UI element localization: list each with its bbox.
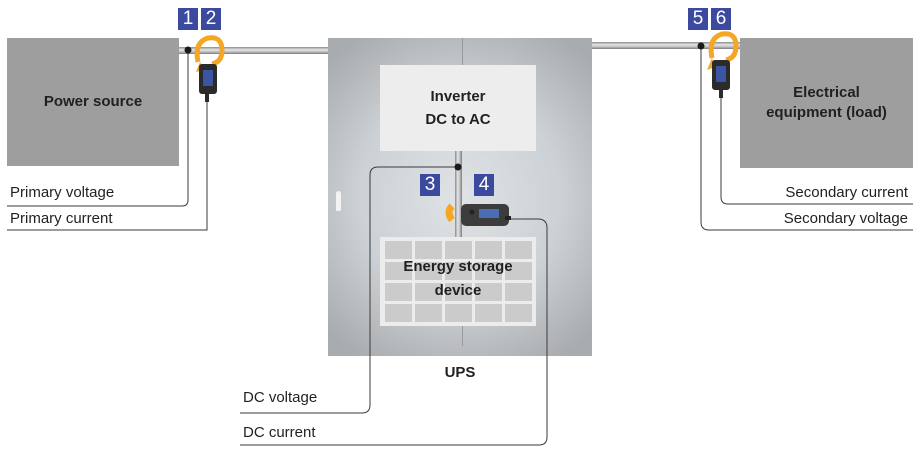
primary-voltage-label: Primary voltage — [10, 184, 115, 201]
dc-current-lead — [240, 218, 548, 446]
battery-cell — [505, 283, 532, 301]
battery-cell — [415, 241, 442, 259]
load-label-line2: equipment (load) — [766, 104, 887, 121]
door-handle-icon — [336, 191, 341, 211]
secondary-conductor — [592, 42, 740, 49]
energy-storage-label: Energy storage device — [380, 255, 536, 303]
battery-cell — [415, 304, 442, 322]
dc-current-clamp-sensor — [445, 203, 511, 226]
load-box: Electrical equipment (load) — [740, 38, 913, 168]
dc-voltage-lead — [240, 166, 458, 414]
battery-cell — [385, 283, 412, 301]
battery-cell — [475, 241, 502, 259]
dc-current-label: DC current — [243, 424, 316, 441]
inverter-box: Inverter DC to AC — [380, 65, 536, 151]
primary-conductor — [179, 47, 329, 54]
battery-cell — [385, 262, 412, 280]
battery-cell — [475, 304, 502, 322]
battery-cell — [505, 262, 532, 280]
storage-label-line2: device — [434, 282, 482, 299]
badge-4: 4 — [474, 174, 494, 196]
primary-current-label: Primary current — [10, 210, 113, 227]
battery-cell — [445, 304, 472, 322]
battery-cell — [385, 241, 412, 259]
ups-label: UPS — [444, 364, 476, 381]
badge-1: 1 — [178, 8, 198, 30]
badge-3: 3 — [420, 174, 440, 196]
dc-voltage-label: DC voltage — [243, 389, 318, 406]
badge-5: 5 — [688, 8, 708, 30]
energy-storage-box — [380, 237, 536, 326]
battery-cell — [445, 283, 472, 301]
battery-cell — [415, 262, 442, 280]
battery-cell — [475, 262, 502, 280]
badge-6: 6 — [711, 8, 731, 30]
primary-voltage-lead — [7, 50, 189, 207]
storage-label-line1: Energy storage — [403, 258, 513, 275]
load-label-line1: Electrical — [793, 84, 860, 101]
cabinet-seam — [462, 38, 463, 65]
inverter-label-line1: Inverter — [430, 88, 486, 105]
power-source-label: Power source — [43, 93, 143, 110]
primary-voltage-probe-dot — [184, 46, 192, 54]
secondary-voltage-label: Secondary voltage — [783, 210, 908, 227]
battery-cell — [505, 304, 532, 322]
primary-current-lead — [7, 100, 208, 231]
badge-2: 2 — [201, 8, 221, 30]
dc-voltage-probe-dot — [454, 163, 462, 171]
battery-cell — [475, 283, 502, 301]
secondary-voltage-lead — [700, 46, 913, 231]
battery-cell — [445, 241, 472, 259]
current-clamp-sensor-secondary — [707, 31, 739, 98]
battery-cell — [445, 262, 472, 280]
dc-conductor — [455, 151, 462, 237]
battery-cell — [385, 304, 412, 322]
current-clamp-sensor-primary — [194, 35, 225, 102]
cabinet-seam-bottom — [462, 326, 463, 346]
secondary-current-label: Secondary current — [785, 184, 908, 201]
inverter-label-line2: DC to AC — [425, 111, 491, 128]
secondary-current-lead — [720, 95, 913, 205]
battery-cell — [415, 283, 442, 301]
power-source-box: Power source — [7, 38, 179, 166]
secondary-voltage-probe-dot — [697, 42, 705, 50]
battery-cell — [505, 241, 532, 259]
